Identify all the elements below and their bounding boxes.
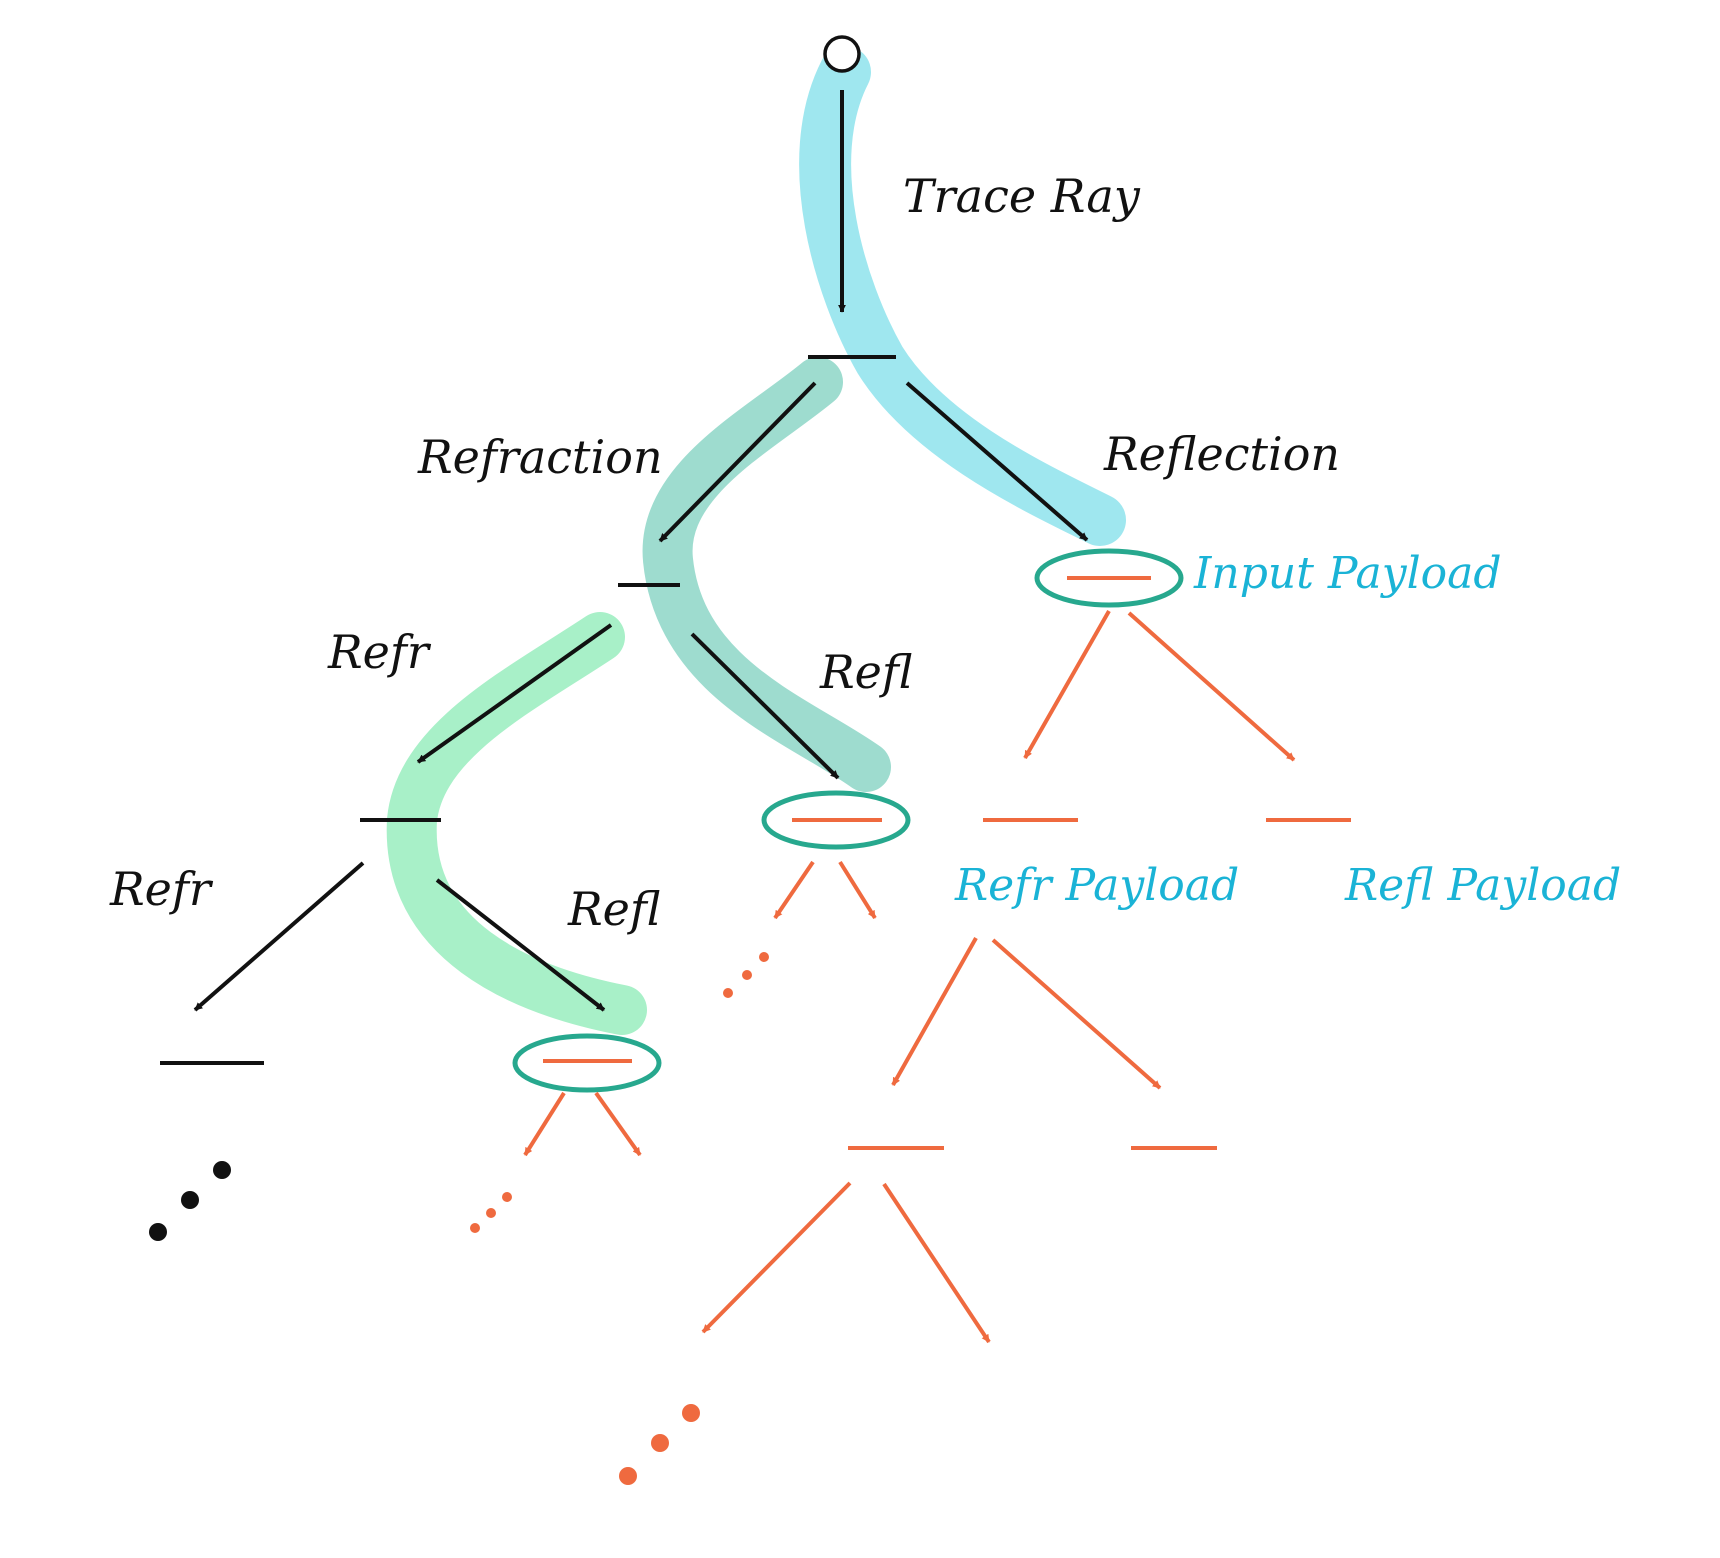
ring-refl-level3-node	[512, 1033, 662, 1093]
ellipsis-orange-large	[619, 1404, 700, 1485]
ellipsis-orange-small-1	[723, 952, 769, 998]
edge-refl3-small-right	[594, 1091, 642, 1157]
label-refl-level2: Refl	[819, 645, 913, 699]
edge-refrpayload-right	[991, 938, 1162, 1090]
label-reflection: Reflection	[1103, 427, 1340, 481]
edge-refl-level3	[435, 878, 606, 1012]
edge-refl-level2	[690, 632, 840, 780]
edge-payload-refr	[1023, 610, 1111, 759]
ellipsis-orange-small-2	[470, 1192, 512, 1233]
edge-refraction	[658, 381, 817, 543]
edge-refl2-small-right	[838, 860, 877, 920]
label-trace-ray: Trace Ray	[903, 169, 1141, 223]
ring-reflection-node	[1034, 548, 1184, 608]
label-refr-level2: Refr	[327, 625, 432, 679]
edge-level4-left	[701, 1181, 852, 1334]
highlight-trace-reflection-path	[799, 46, 1126, 546]
edge-refl3-small-left	[523, 1091, 566, 1157]
highlight-refraction-refl-path	[642, 357, 891, 792]
label-input-payload: Input Payload	[1193, 548, 1502, 599]
edge-refr-level3	[193, 861, 365, 1012]
edge-payload-refl	[1127, 611, 1296, 762]
root-node	[823, 35, 861, 73]
edge-reflection	[905, 381, 1089, 542]
ring-refl-level2-node	[761, 790, 911, 850]
label-refl-payload: Refl Payload	[1344, 860, 1621, 911]
ellipsis-black	[149, 1161, 231, 1241]
edge-level4-right	[882, 1182, 991, 1344]
label-refr-payload: Refr Payload	[954, 860, 1239, 911]
edge-refl2-small-left	[773, 860, 815, 920]
label-refl-level3: Refl	[567, 882, 661, 936]
edge-refr-level2	[416, 623, 613, 764]
label-refraction: Refraction	[417, 430, 663, 484]
label-refr-level3: Refr	[109, 862, 214, 916]
edge-refrpayload-left	[891, 937, 978, 1086]
